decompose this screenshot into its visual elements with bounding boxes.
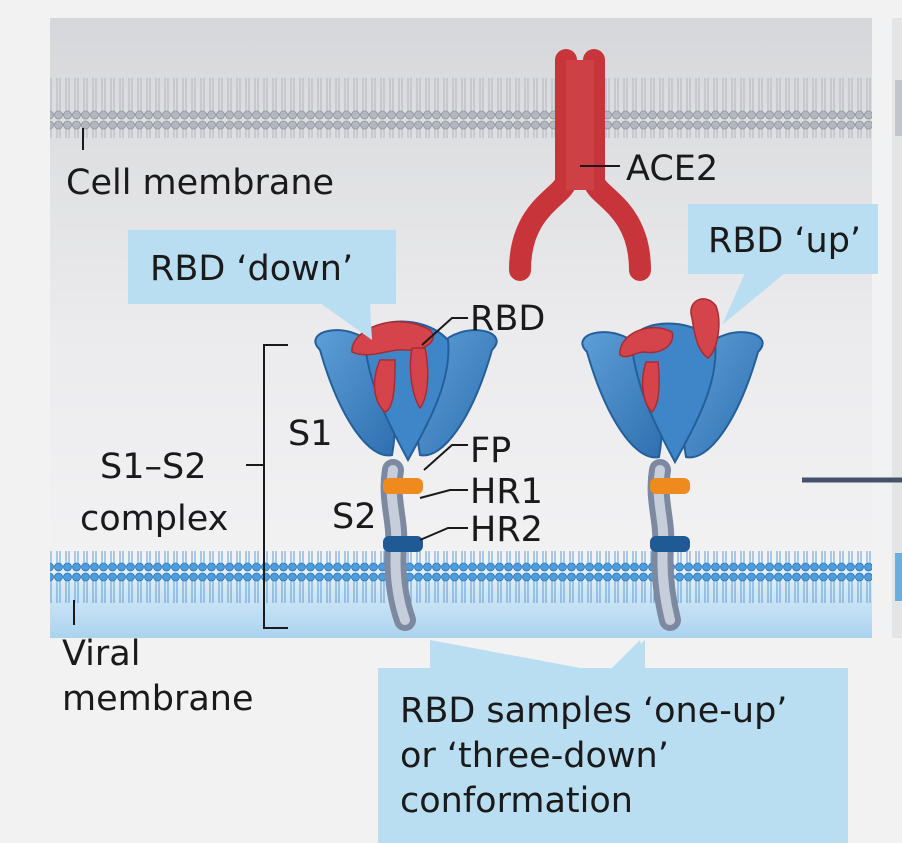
ace2-label: ACE2 bbox=[626, 149, 718, 189]
cell-membrane-edge bbox=[895, 80, 902, 136]
fp-label: FP bbox=[470, 431, 511, 471]
leader-lines bbox=[73, 128, 620, 629]
hr2-label: HR2 bbox=[470, 510, 543, 550]
fp-region-2 bbox=[650, 478, 690, 494]
next-panel-edge bbox=[892, 18, 902, 638]
samples-line-2: or ‘three-down’ bbox=[400, 736, 669, 776]
cell-membrane bbox=[50, 78, 872, 138]
cell-membrane-label: Cell membrane bbox=[66, 163, 334, 203]
spike-rbd-down bbox=[314, 320, 498, 631]
s1s2-label-line1: S1–S2 bbox=[100, 447, 206, 487]
viral-membrane-label-line2: membrane bbox=[62, 679, 254, 719]
callout-rbd-down: RBD ‘down’ bbox=[128, 230, 396, 340]
callout-rbd-up: RBD ‘up’ bbox=[688, 204, 878, 325]
viral-membrane bbox=[50, 551, 872, 603]
samples-line-1: RBD samples ‘one-up’ bbox=[400, 691, 787, 731]
viral-membrane-label-line1: Viral bbox=[62, 634, 140, 674]
viral-membrane-edge bbox=[895, 553, 902, 601]
callout-samples: RBD samples ‘one-up’ or ‘three-down’ con… bbox=[378, 640, 848, 843]
fp-region bbox=[383, 478, 423, 494]
s1-label: S1 bbox=[288, 414, 333, 454]
rbd-label: RBD bbox=[470, 299, 545, 339]
samples-line-3: conformation bbox=[400, 781, 633, 821]
s2-label: S2 bbox=[332, 497, 377, 537]
hr2-region-2 bbox=[650, 536, 690, 552]
hr2-region bbox=[383, 536, 423, 552]
ace2-receptor bbox=[509, 49, 651, 281]
rbd-down-label: RBD ‘down’ bbox=[150, 249, 353, 289]
spike-rbd-up bbox=[581, 298, 764, 631]
s1s2-label-line2: complex bbox=[80, 499, 228, 539]
hr1-label: HR1 bbox=[470, 472, 543, 512]
rbd-up-label: RBD ‘up’ bbox=[708, 221, 861, 261]
